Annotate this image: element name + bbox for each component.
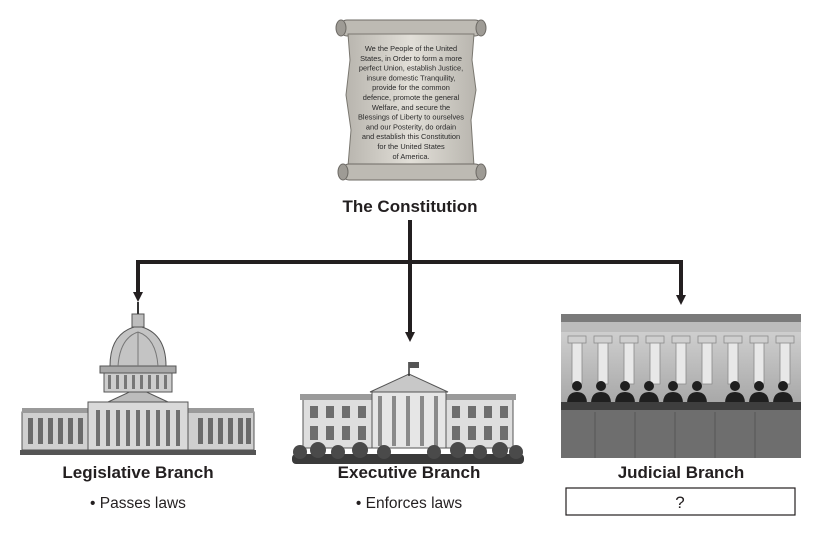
executive-title: Executive Branch: [338, 463, 481, 482]
legislative-title: Legislative Branch: [62, 463, 213, 482]
preamble-line: and establish this Constitution: [362, 132, 460, 141]
preamble-line: insure domestic Tranquility,: [367, 73, 456, 82]
preamble-line: of America.: [393, 152, 430, 161]
connector-lines: [133, 220, 686, 342]
preamble-line: States, in Order to form a more: [360, 54, 462, 63]
preamble-line: for the United States: [377, 142, 445, 151]
judicial-answer-mark: ?: [675, 493, 684, 512]
preamble-line: provide for the common: [372, 83, 450, 92]
preamble-line: Welfare, and secure the: [372, 103, 450, 112]
executive-bullet: • Enforces laws: [356, 495, 462, 512]
judicial-answer-box[interactable]: [565, 487, 796, 516]
preamble-line: perfect Union, establish Justice,: [359, 64, 463, 73]
white-house-image: [292, 362, 524, 464]
constitution-label: The Constitution: [342, 197, 477, 216]
capitol-building-image: [20, 302, 256, 455]
supreme-court-image: [561, 314, 801, 458]
legislative-bullet: • Passes laws: [90, 495, 186, 512]
preamble-line: defence, promote the general: [363, 93, 460, 102]
judicial-title: Judicial Branch: [618, 463, 745, 482]
preamble-line: We the People of the United: [365, 44, 457, 53]
preamble-line: Blessings of Liberty to ourselves: [358, 113, 464, 122]
preamble-line: and our Posterity, do ordain: [366, 122, 456, 131]
